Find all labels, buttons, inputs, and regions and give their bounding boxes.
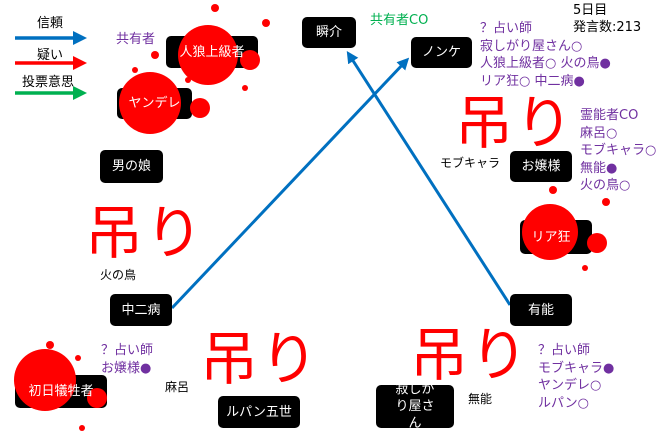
note-line: ルパン○ bbox=[538, 395, 589, 411]
note-line: モブキャラ● bbox=[538, 360, 615, 376]
node-riakyou-label: リア狂 bbox=[531, 229, 571, 245]
hanged-mark: 吊り bbox=[85, 199, 206, 267]
hanged-maro[interactable]: 麻呂 bbox=[165, 380, 190, 394]
post-count: 発言数:213 bbox=[573, 20, 642, 35]
note-line: 寂しがり屋さん○ bbox=[480, 38, 583, 54]
node-yandere-label: ヤンデレ bbox=[128, 96, 181, 111]
legend-vote-label: 投票意思 bbox=[22, 75, 75, 90]
legend-doubt-label: 疑い bbox=[37, 48, 64, 63]
seer-note-1: ？占い師 寂しがり屋さん○ 人狼上級者○ 火の鳥● リア狂○ 中二病● bbox=[480, 20, 611, 90]
trust-arrow-chuunibyou-to-nonke bbox=[170, 57, 410, 310]
hanged-mob[interactable]: モブキャラ bbox=[440, 156, 501, 170]
note-line: 無能● bbox=[580, 160, 618, 176]
node-sabishigari[interactable]: 寂しがり屋さん bbox=[376, 382, 454, 431]
medium-note: 霊能者CO 麻呂○ モブキャラ○ 無能● 火の鳥○ bbox=[580, 107, 656, 195]
note-line: リア狂○ 中二病● bbox=[480, 73, 585, 89]
node-shunsuke[interactable]: 瞬介 bbox=[302, 17, 356, 48]
node-otokonoko[interactable]: 男の娘 bbox=[100, 150, 163, 183]
sharer-co-note: 共有者CO bbox=[370, 13, 429, 28]
legend-trust-label: 信頼 bbox=[37, 16, 64, 31]
seer-note-2: ？占い師 お嬢様● bbox=[101, 342, 153, 377]
node-chuunibyou[interactable]: 中二病 bbox=[110, 294, 172, 326]
note-line: ？占い師 bbox=[480, 21, 533, 36]
note-line: ？占い師 bbox=[101, 343, 154, 358]
sharer-note: 共有者 bbox=[116, 32, 156, 47]
note-line: ？占い師 bbox=[538, 343, 591, 358]
hanged-hinotori[interactable]: 火の鳥 bbox=[100, 268, 137, 282]
day-label: 5日目 bbox=[573, 3, 608, 18]
node-ojousama[interactable]: お嬢様 bbox=[510, 151, 572, 182]
node-yuunou[interactable]: 有能 bbox=[510, 294, 572, 326]
status-panel: 5日目 発言数:213 bbox=[573, 2, 641, 36]
hanged-mark: 吊り bbox=[410, 321, 531, 389]
note-line: モブキャラ○ bbox=[580, 143, 657, 158]
hanged-mark: 吊り bbox=[200, 325, 321, 393]
seer-note-3: ？占い師 モブキャラ● ヤンデレ○ ルパン○ bbox=[538, 342, 614, 412]
node-first-victim-label: 初日犠牲者 bbox=[28, 384, 94, 399]
note-line: 霊能者CO bbox=[580, 108, 639, 123]
hanged-mark: 吊り bbox=[455, 89, 576, 157]
node-lupin[interactable]: ルパン五世 bbox=[218, 396, 300, 428]
node-nonke[interactable]: ノンケ bbox=[411, 37, 472, 68]
note-line: お嬢様● bbox=[101, 360, 152, 376]
note-line: 火の鳥○ bbox=[580, 178, 631, 193]
hanged-munou[interactable]: 無能 bbox=[468, 392, 493, 406]
note-line: 麻呂○ bbox=[580, 125, 618, 141]
note-line: ヤンデレ○ bbox=[538, 378, 602, 393]
note-line: 人狼上級者○ 火の鳥● bbox=[480, 56, 611, 71]
trust-arrow-yuunou-to-shunsuke bbox=[346, 50, 512, 306]
node-werewolf-label: 人狼上級者 bbox=[179, 44, 245, 60]
